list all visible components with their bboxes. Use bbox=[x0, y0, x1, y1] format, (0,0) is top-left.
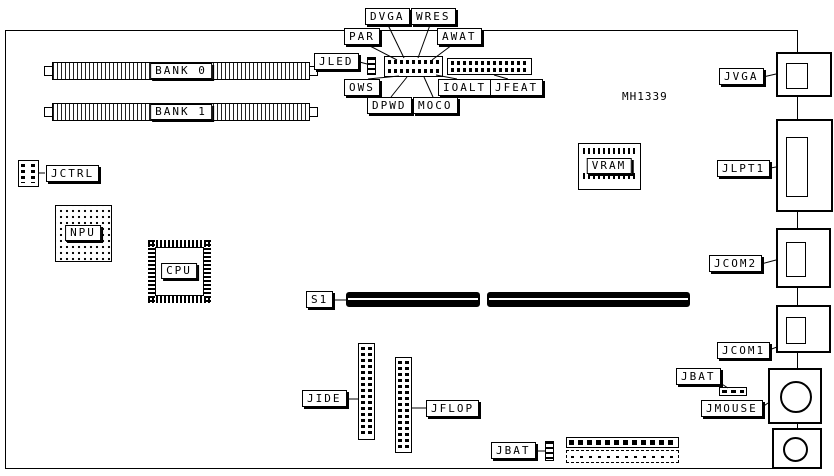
vram-label: VRAM bbox=[586, 158, 632, 174]
jctrl-header bbox=[18, 160, 39, 187]
com2-port-face bbox=[786, 242, 806, 277]
keyboard-port bbox=[772, 428, 822, 469]
jide-connector bbox=[358, 343, 375, 440]
jfeat-header bbox=[447, 58, 532, 75]
label-jbat-bottom: JBAT bbox=[491, 442, 536, 459]
bottom-pin-header bbox=[566, 437, 679, 448]
bottom-header-outline bbox=[566, 450, 679, 463]
vga-port-face bbox=[786, 63, 808, 89]
label-jcom2: JCOM2 bbox=[709, 255, 763, 272]
label-dvga: DVGA bbox=[365, 8, 410, 25]
bank1-label: BANK 1 bbox=[150, 104, 212, 120]
parallel-port bbox=[776, 119, 833, 212]
label-jide: JIDE bbox=[302, 390, 347, 407]
jled-jumper bbox=[367, 57, 376, 75]
bank0-label: BANK 0 bbox=[150, 63, 212, 79]
label-s1: S1 bbox=[306, 291, 334, 308]
com1-port-face bbox=[786, 317, 806, 344]
label-jvga: JVGA bbox=[719, 68, 764, 85]
label-par: PAR bbox=[344, 28, 380, 45]
parallel-port-face bbox=[786, 137, 808, 197]
isa-slot bbox=[487, 292, 690, 307]
label-jbat-right: JBAT bbox=[676, 368, 721, 385]
label-jctrl: JCTRL bbox=[46, 165, 100, 182]
simm-clip-icon bbox=[309, 66, 318, 76]
label-ows: OWS bbox=[344, 79, 380, 96]
label-ioalt: IOALT bbox=[438, 79, 492, 96]
label-jmouse: JMOUSE bbox=[701, 400, 763, 417]
jbat-pins bbox=[719, 387, 747, 396]
label-dpwd: DPWD bbox=[367, 97, 412, 114]
label-jfeat: JFEAT bbox=[490, 79, 544, 96]
simm-clip-icon bbox=[44, 107, 53, 117]
jflop-connector bbox=[395, 357, 412, 453]
label-jcom1: JCOM1 bbox=[717, 342, 771, 359]
mouse-port-face bbox=[780, 381, 812, 413]
vga-port bbox=[776, 52, 832, 97]
label-wres: WRES bbox=[411, 8, 456, 25]
npu-label: NPU bbox=[65, 225, 101, 241]
label-moco: MOCO bbox=[413, 97, 458, 114]
com2-port bbox=[776, 228, 831, 288]
mouse-port bbox=[768, 368, 822, 424]
cpu-label: CPU bbox=[161, 263, 197, 279]
keyboard-port-face bbox=[783, 437, 808, 462]
jumper-block bbox=[384, 56, 443, 77]
jbat-battery bbox=[545, 441, 554, 461]
label-jlpt1: JLPT1 bbox=[717, 160, 771, 177]
isa-slot bbox=[346, 292, 480, 307]
simm-clip-icon bbox=[309, 107, 318, 117]
part-number: MH1339 bbox=[622, 90, 668, 103]
simm-clip-icon bbox=[44, 66, 53, 76]
com1-port bbox=[776, 305, 831, 353]
label-jled: JLED bbox=[314, 53, 359, 70]
label-awat: AWAT bbox=[437, 28, 482, 45]
label-jflop: JFLOP bbox=[426, 400, 480, 417]
